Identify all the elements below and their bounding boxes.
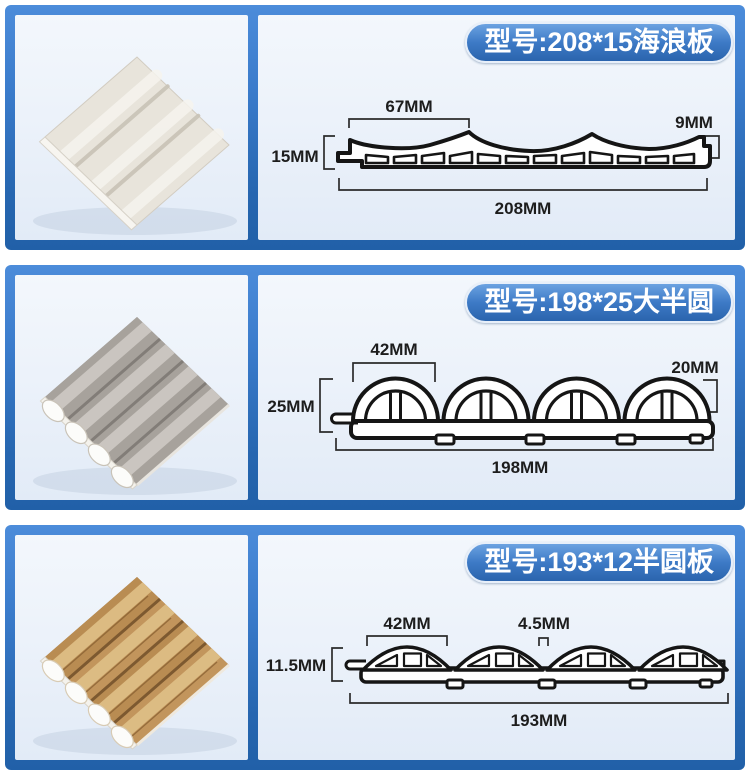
dim-label-top: 42MM [370,340,417,359]
profile-foot [615,433,637,446]
dim-bracket-top [366,635,448,646]
dim-label-bottom: 198MM [492,458,549,477]
profile-arch [622,376,712,423]
web-hole [678,652,699,668]
dim-bracket-left [323,135,335,170]
dim-label-top: 42MM [383,614,430,633]
dim-label-bottom: 193MM [511,711,568,730]
web-hole [402,652,423,668]
web-hole [517,653,535,668]
profile-diagram-half-round-board: 型号:193*12半圆板 42MM 4.5MM 11.5MM 193MM [258,535,735,760]
spec-panel-half-round-board: 型号:193*12半圆板 42MM 4.5MM 11.5MM 193MM [5,525,745,770]
profile-foot [628,678,648,690]
product-photo-half-round-board [15,535,248,760]
web-hole [425,653,443,668]
dim-label-top: 67MM [385,97,432,116]
wave-board-cross-section: 67MM 9MM 15MM 208MM [271,97,720,218]
dim-bracket-left [331,647,343,682]
arch-inner-arc [454,389,518,422]
half-round-cross-section: 42MM 20MM 25MM 198MM [267,340,718,477]
half-round-photo-art [33,317,237,495]
web-hole [392,153,418,165]
dim-label-right: 20MM [671,358,718,377]
web-hole [374,653,399,668]
dim-bracket-bottom [335,438,714,451]
profile-arch [351,376,440,423]
dim-bracket-bottom [349,693,729,704]
profile-arch [532,376,621,423]
arch-inner-arc [544,389,609,422]
web-hole [672,152,696,165]
web-hole [644,154,670,165]
profile-diagram-wave-board: 型号:208*15海浪板 67MM 9MM 15MM 208MM [258,15,735,240]
dim-label-right: 9MM [675,113,713,132]
profile-foot [445,678,465,690]
dim-label-left: 25MM [267,397,314,416]
model-badge: 型号:198*25大半圆 [465,282,733,323]
web-hole [476,152,502,165]
profile-foot [537,678,557,690]
dim-bracket-gap [538,637,549,646]
dim-bracket-bottom [338,178,708,191]
dim-label-bottom: 208MM [495,199,552,218]
arch-inner-arc [363,389,428,422]
model-badge-label: 型号:193*12半圆板 [484,547,714,577]
web-hole [616,154,642,165]
web-hole [504,154,530,165]
profile-foot [688,433,705,445]
web-hole [364,153,390,165]
product-photo-large-half-round [15,275,248,500]
profile-foot [524,433,546,446]
model-badge-label: 型号:198*25大半圆 [484,287,714,317]
wood-photo-art [33,577,237,755]
half-round-board-cross-section: 42MM 4.5MM 11.5MM 193MM [266,614,729,730]
model-badge-label: 型号:208*15海浪板 [484,27,714,57]
web-hole [650,653,675,668]
web-hole [448,150,474,165]
model-badge: 型号:208*15海浪板 [465,22,733,63]
web-hole [609,653,627,668]
profile-foot [698,678,714,689]
product-photo-wave-board [15,15,248,240]
web-hole [558,653,583,668]
dim-bracket-top [348,118,470,128]
web-hole [466,653,491,668]
web-hole [420,151,446,165]
dim-label-left: 11.5MM [266,656,326,675]
profile-tongue [344,659,366,671]
model-badge: 型号:193*12半圆板 [465,542,733,583]
panel-inner: 型号:198*25大半圆 42MM 20MM 25MM 198MM [15,275,735,500]
arch-inner-arc [635,389,699,422]
dim-label-gap: 4.5MM [518,614,570,633]
dim-bracket-top [352,362,436,382]
web-hole [560,151,586,165]
web-hole [701,653,719,668]
panel-inner: 型号:208*15海浪板 67MM 9MM 15MM 208MM [15,15,735,240]
web-hole [532,153,558,165]
wave-board-photo-art [33,56,237,235]
profile-foot [434,433,456,446]
spec-panel-wave-board: 型号:208*15海浪板 67MM 9MM 15MM 208MM [5,5,745,250]
spec-panel-large-half-round: 型号:198*25大半圆 42MM 20MM 25MM 198MM [5,265,745,510]
web-hole [494,652,515,668]
dim-label-left: 15MM [271,147,318,166]
web-hole [586,652,607,668]
panel-inner: 型号:193*12半圆板 42MM 4.5MM 11.5MM 193MM [15,535,735,760]
web-hole [588,150,614,165]
profile-arch [441,376,531,423]
profile-diagram-large-half-round: 型号:198*25大半圆 42MM 20MM 25MM 198MM [258,275,735,500]
dim-bracket-left [319,378,333,433]
